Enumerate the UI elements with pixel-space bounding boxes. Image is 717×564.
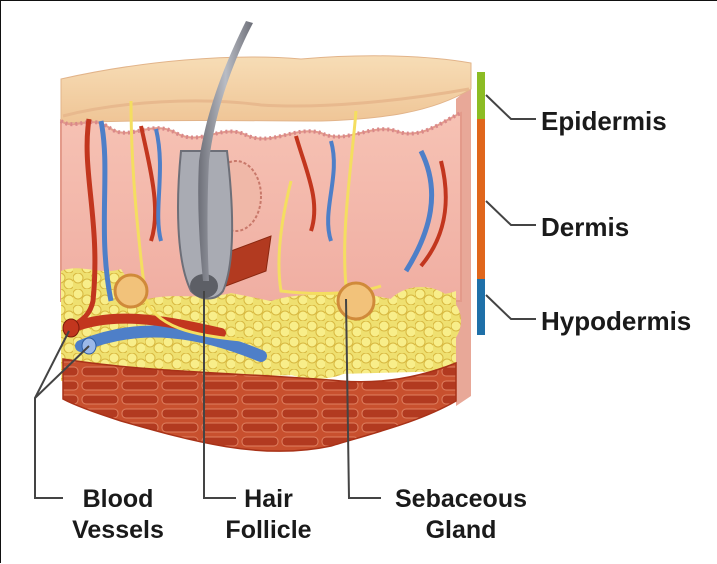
sebaceous-gland-label: Sebaceous Gland: [381, 484, 541, 546]
epidermis-label: Epidermis: [541, 106, 667, 137]
hypodermis-bar: [477, 279, 485, 335]
blood-vessels-label-line1: Blood: [53, 484, 183, 515]
sebaceous-gland-label-line1: Sebaceous: [381, 484, 541, 515]
hair-follicle-label: Hair Follicle: [211, 484, 326, 546]
layer-bars: [477, 72, 485, 335]
dermis-label: Dermis: [541, 212, 629, 243]
sebaceous-gland-label-line2: Gland: [381, 515, 541, 546]
epidermis-surface: [61, 56, 471, 123]
blood-vessels-label-line2: Vessels: [53, 515, 183, 546]
layer-leader-lines: [486, 95, 536, 319]
epidermis-bar: [477, 72, 485, 119]
blood-vessels-label: Blood Vessels: [53, 484, 183, 546]
hair-follicle-label-line1: Hair: [211, 484, 326, 515]
hair-follicle-label-line2: Follicle: [211, 515, 326, 546]
hypodermis-label: Hypodermis: [541, 306, 691, 337]
dermis-bar: [477, 119, 485, 279]
